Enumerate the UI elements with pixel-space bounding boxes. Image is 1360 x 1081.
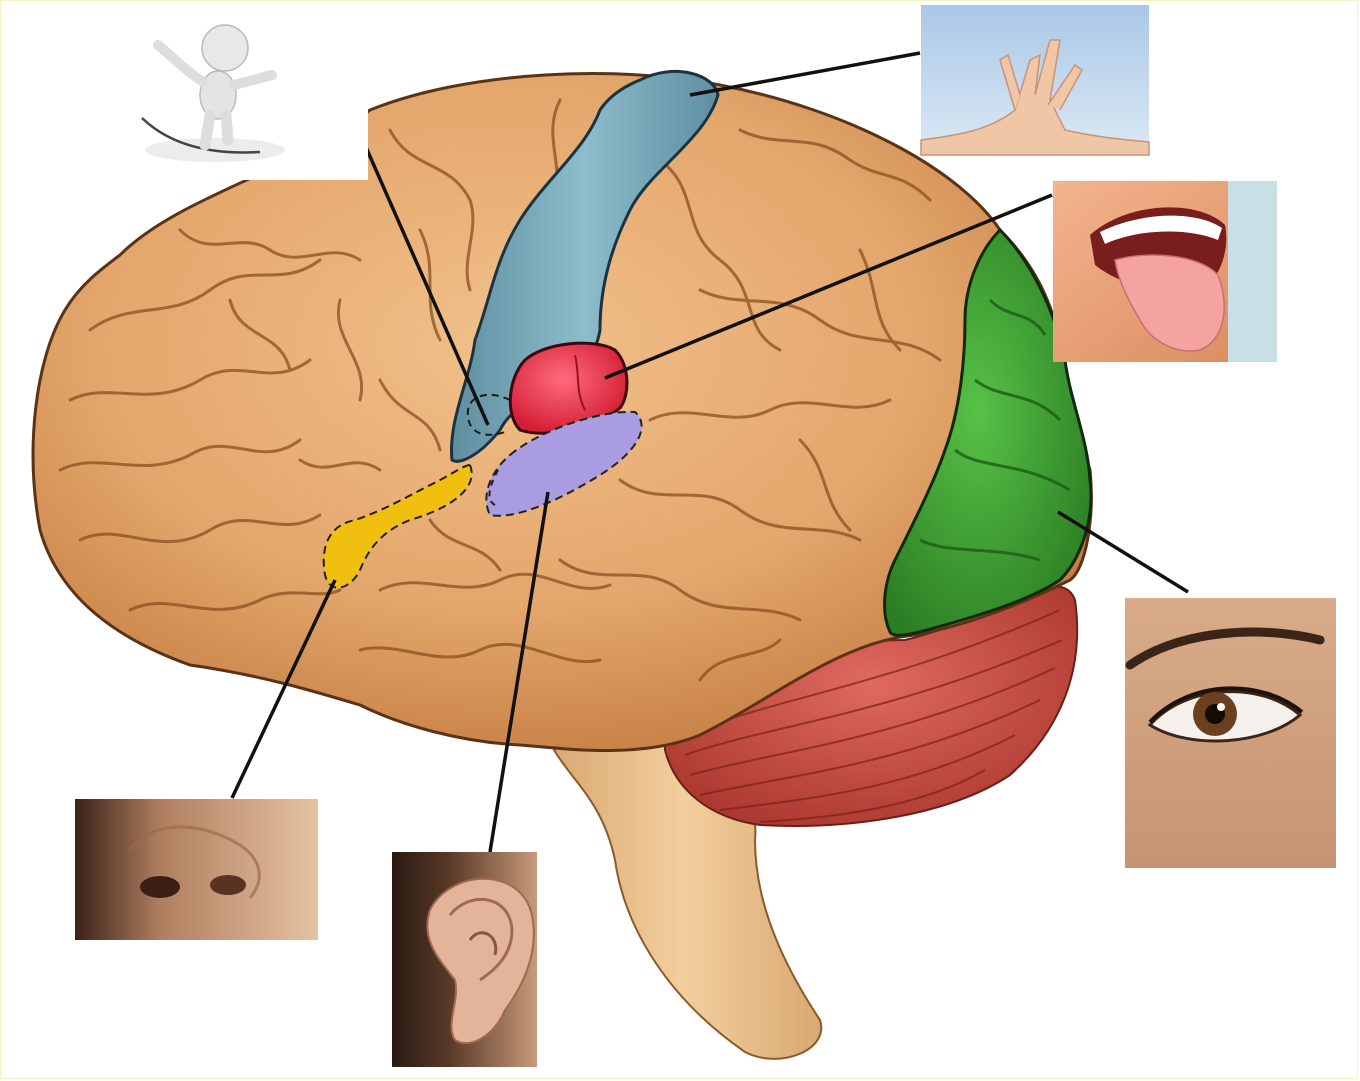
balance-image [138, 15, 368, 180]
touch-image [921, 5, 1149, 155]
taste-image [1053, 181, 1277, 362]
hearing-image [392, 852, 537, 1067]
line-touch [690, 53, 920, 95]
vision-image [1125, 598, 1336, 868]
smell-image [75, 799, 318, 940]
